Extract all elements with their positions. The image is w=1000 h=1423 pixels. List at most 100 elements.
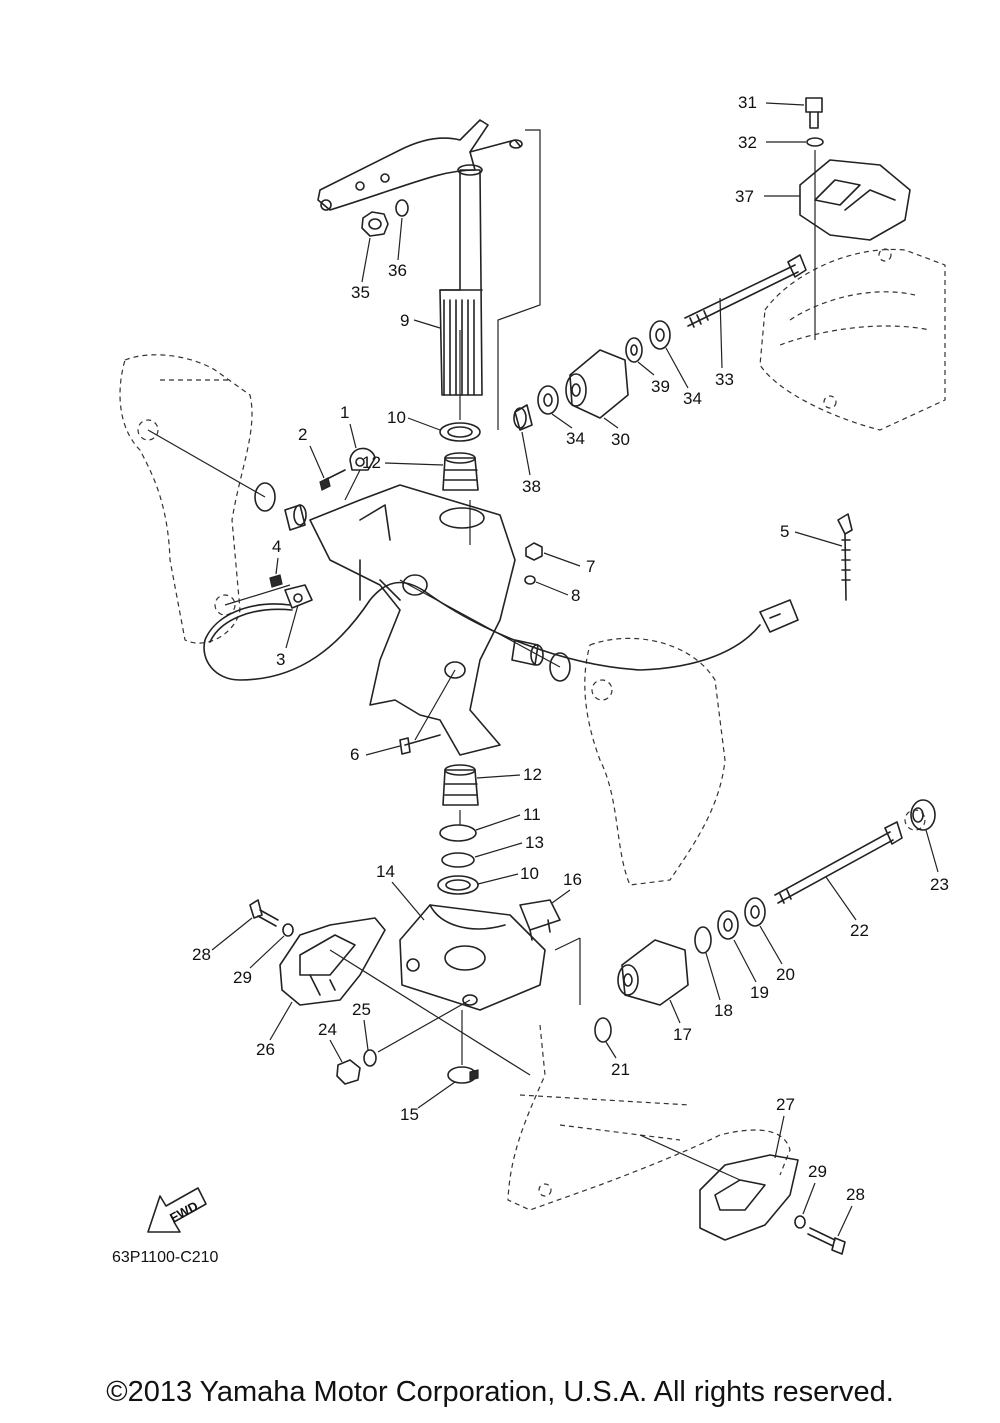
washer-13 [441, 852, 475, 868]
callout-21: 21 [611, 1060, 630, 1079]
trim-sensor-wire [203, 581, 761, 681]
o-ring-11 [439, 824, 477, 842]
callout-11: 11 [523, 805, 541, 824]
clamp-bracket-left [119, 354, 253, 644]
callout-34-left: 34 [566, 429, 585, 448]
callout-8: 8 [571, 586, 580, 605]
callout-30: 30 [611, 430, 630, 449]
figure-code: 63P1100-C210 [112, 1249, 219, 1266]
driveshaft-housing [507, 1024, 791, 1211]
callout-2: 2 [298, 425, 307, 444]
callout-14: 14 [376, 862, 395, 881]
callout-1: 1 [340, 403, 349, 422]
washer-39 [625, 337, 643, 363]
mount-cover-27 [699, 1154, 799, 1241]
washer-25 [363, 1049, 377, 1067]
wire-connector [759, 599, 799, 633]
callout-29-left: 29 [233, 968, 252, 987]
callout-37: 37 [735, 187, 754, 206]
callout-28-left: 28 [192, 945, 211, 964]
holder-3 [284, 584, 313, 609]
steering-shaft [439, 164, 483, 396]
bolt-6 [399, 734, 441, 755]
callout-5: 5 [780, 522, 789, 541]
copyright-notice: ©2013 Yamaha Motor Corporation, U.S.A. A… [106, 1376, 894, 1408]
washer-29-left [282, 923, 294, 937]
callout-labels: 1 2 3 4 5 6 7 8 9 10 10 11 12 [192, 93, 949, 1237]
callout-18: 18 [714, 1001, 733, 1020]
washer-left [254, 482, 276, 512]
nut-23 [910, 799, 936, 831]
cable-tie-5 [837, 513, 853, 601]
callout-10-top: 10 [387, 408, 406, 427]
lower-mount-rubber-17 [617, 939, 689, 1006]
callout-22: 22 [850, 921, 869, 940]
collar-21 [594, 1017, 612, 1043]
mount-cover-26 [279, 917, 386, 1006]
callout-13: 13 [525, 833, 544, 852]
washer-19 [717, 910, 739, 940]
callout-39: 39 [651, 377, 670, 396]
bushing-12-bottom [442, 764, 479, 806]
callout-20: 20 [776, 965, 795, 984]
bolt-22 [774, 821, 903, 904]
callout-29-right: 29 [808, 1162, 827, 1181]
callout-17: 17 [673, 1025, 692, 1044]
bottom-cowling [759, 248, 946, 431]
callout-12-bottom: 12 [523, 765, 542, 784]
callout-31: 31 [738, 93, 757, 112]
callout-6: 6 [350, 745, 359, 764]
callout-23: 23 [930, 875, 949, 894]
mount-cover-37 [799, 159, 911, 241]
screw-4 [269, 574, 283, 588]
callout-7: 7 [586, 557, 595, 576]
clamp-bracket-right [584, 637, 926, 886]
bolt-33 [684, 254, 807, 328]
callout-26: 26 [256, 1040, 275, 1059]
swivel-bracket [309, 484, 516, 756]
washer-10-bottom [437, 875, 479, 895]
callout-12-top: 12 [362, 453, 381, 472]
callout-34-right: 34 [683, 389, 702, 408]
callout-16: 16 [563, 870, 582, 889]
callout-32: 32 [738, 133, 757, 152]
lower-mount-housing-14 [399, 904, 546, 1011]
callout-36: 36 [388, 261, 407, 280]
washer-8 [524, 575, 536, 585]
collar-38 [513, 404, 533, 431]
callout-19: 19 [750, 983, 769, 1002]
callout-28-right: 28 [846, 1185, 865, 1204]
bushing-12-top [442, 452, 479, 491]
washer-36 [395, 199, 409, 217]
nut-35 [361, 211, 389, 237]
callout-15: 15 [400, 1105, 419, 1124]
washer-32 [806, 137, 824, 147]
callout-9: 9 [400, 311, 409, 330]
washer-34-left [537, 385, 559, 415]
nut-7 [525, 542, 543, 561]
callout-27: 27 [776, 1095, 795, 1114]
upper-mount-rubber-30 [565, 349, 629, 419]
washer-29-right [794, 1215, 806, 1229]
bolt-28-right [807, 1227, 846, 1255]
bolt-31 [805, 97, 823, 129]
steering-arm [317, 119, 523, 211]
washer-18 [694, 926, 712, 954]
washer-34-right [649, 320, 671, 350]
bolt-28-left [249, 899, 279, 927]
nut-24 [336, 1059, 361, 1085]
callout-4: 4 [272, 537, 281, 556]
clamp-15 [447, 1066, 479, 1084]
callout-33: 33 [715, 370, 734, 389]
fwd-direction-arrow: FWD [147, 1187, 207, 1233]
clamp-1 [349, 447, 376, 471]
washer-10-top [439, 422, 481, 442]
bolt-2 [319, 469, 346, 491]
callout-24: 24 [318, 1020, 337, 1039]
damper-16 [519, 899, 561, 941]
callout-25: 25 [352, 1000, 371, 1019]
collar-left [284, 504, 307, 531]
callout-10-bottom: 10 [520, 864, 539, 883]
callout-35: 35 [351, 283, 370, 302]
